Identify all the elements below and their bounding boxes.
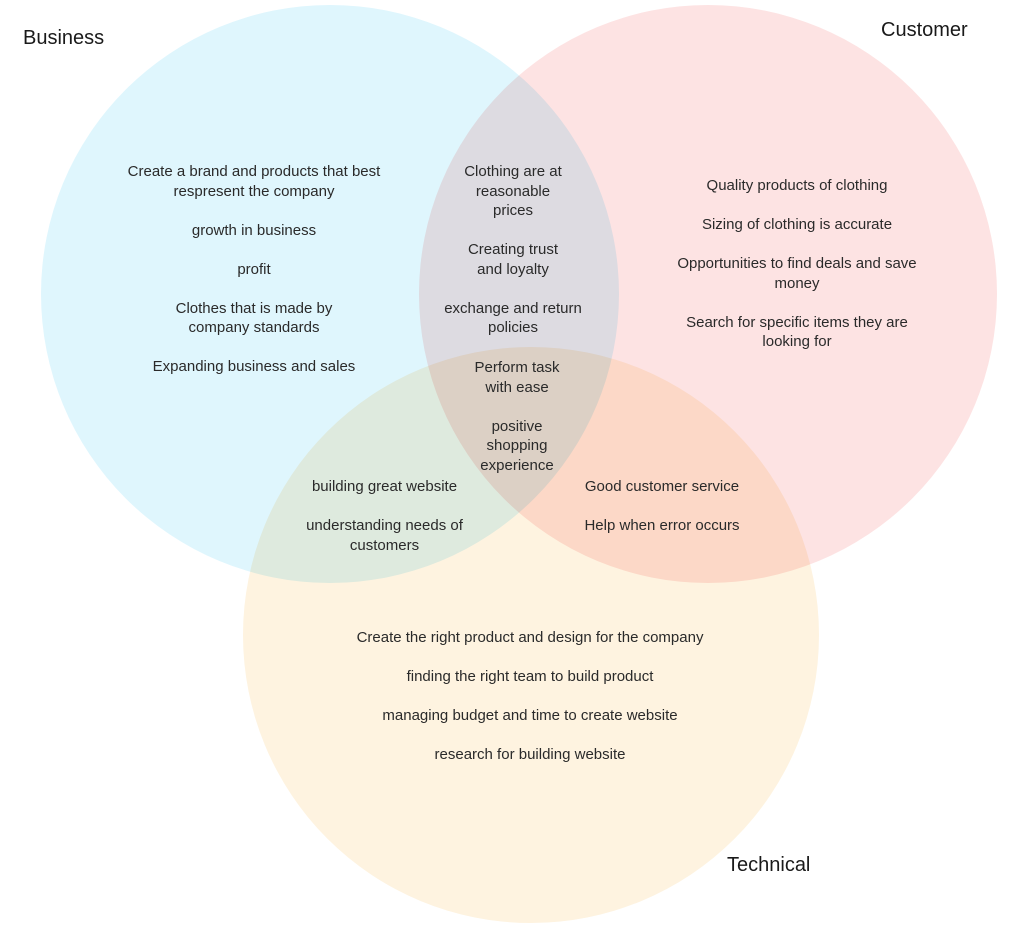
technical-item: managing budget and time to create websi…: [382, 707, 678, 724]
business-customer-region: Clothing are at reasonable prices Creati…: [432, 162, 594, 338]
technical-item: research for building website: [434, 746, 626, 763]
all-three-item: positive shopping experience: [480, 417, 554, 474]
customer-item: Quality products of clothing: [706, 177, 888, 194]
all-three-region: Perform task with ease positive shopping…: [457, 358, 577, 475]
technical-only-region: Create the right product and design for …: [310, 628, 750, 765]
business-customer-item: Creating trust and loyalty: [467, 241, 559, 278]
business-only-region: Create a brand and products that best re…: [124, 162, 384, 377]
business-customer-item: exchange and return policies: [444, 299, 582, 337]
technical-item: finding the right team to build product: [406, 668, 654, 685]
customer-technical-item: Help when error occurs: [584, 517, 740, 534]
business-item: profit: [237, 260, 271, 278]
business-item: Create a brand and products that best re…: [127, 163, 381, 200]
customer-item: Sizing of clothing is accurate: [701, 216, 893, 233]
customer-item: Search for specific items they are looki…: [686, 313, 908, 351]
technical-circle: [243, 347, 819, 923]
customer-technical-item: Good customer service: [584, 478, 740, 495]
technical-title: Technical: [727, 854, 811, 876]
business-customer-item: Clothing are at reasonable prices: [464, 163, 562, 219]
business-title: Business: [23, 27, 105, 49]
customer-technical-region: Good customer service Help when error oc…: [562, 477, 762, 536]
technical-item: Create the right product and design for …: [356, 629, 704, 646]
business-technical-item: building great website: [311, 478, 458, 495]
customer-only-region: Quality products of clothing Sizing of c…: [665, 176, 929, 352]
customer-item: Opportunities to find deals and save mon…: [677, 255, 917, 292]
business-technical-item: understanding needs of customers: [306, 517, 463, 554]
business-item: Clothes that is made by company standard…: [175, 299, 333, 337]
all-three-item: Perform task with ease: [474, 359, 560, 396]
business-technical-region: building great website understanding nee…: [292, 477, 477, 555]
business-item: growth in business: [191, 221, 317, 239]
customer-title: Customer: [881, 19, 968, 41]
business-item: Expanding business and sales: [152, 358, 356, 375]
